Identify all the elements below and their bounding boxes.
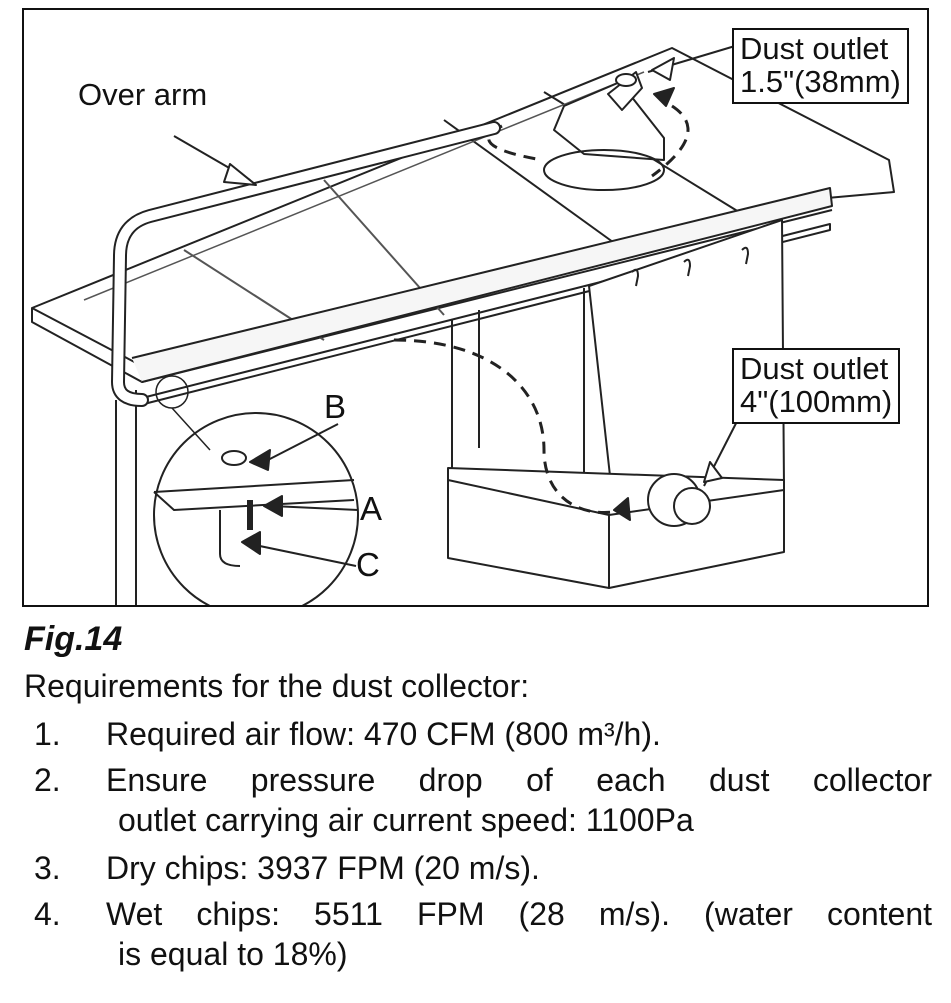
figure-illustration: Over arm Dust outlet 1.5"(38mm) Dust out… xyxy=(22,8,929,607)
label-c: C xyxy=(356,546,380,583)
requirement-number: 2. xyxy=(34,762,61,798)
requirement-text-continued: outlet carrying air current speed: 1100P… xyxy=(118,802,694,838)
requirement-item-4: 4. Wet chips: 5511 FPM (28 m/s). (water … xyxy=(34,896,934,976)
requirement-text: Wet chips: 5511 FPM (28 m/s). (water con… xyxy=(106,896,932,932)
label-a: A xyxy=(360,490,383,527)
requirement-text-continued: is equal to 18%) xyxy=(118,936,348,972)
dust-outlet-top-size: 1.5"(38mm) xyxy=(740,64,901,100)
requirement-item-2: 2. Ensure pressure drop of each dust col… xyxy=(34,762,934,842)
fence-rail xyxy=(131,187,833,383)
cabinet-base xyxy=(447,467,785,589)
requirement-number: 3. xyxy=(34,850,61,886)
label-b: B xyxy=(324,388,347,425)
figure-caption: Fig.14 xyxy=(24,620,123,658)
dust-outlet-bottom-size: 4"(100mm) xyxy=(740,384,893,420)
detail-circle xyxy=(153,412,359,605)
over-arm-label: Over arm xyxy=(78,77,208,112)
dust-outlet-top-title: Dust outlet xyxy=(740,31,889,66)
requirement-text: Dry chips: 3937 FPM (20 m/s). xyxy=(106,850,540,886)
requirement-number: 1. xyxy=(34,716,61,752)
table-saw-drawing xyxy=(31,45,895,605)
requirements-heading: Requirements for the dust collector: xyxy=(24,668,530,704)
requirement-number: 4. xyxy=(34,896,61,932)
dust-outlet-top-callout: Dust outlet 1.5"(38mm) xyxy=(732,28,909,104)
requirement-text: Ensure pressure drop of each dust collec… xyxy=(106,762,932,798)
requirement-text: Required air flow: 470 CFM (800 m³/h). xyxy=(106,716,661,752)
dust-outlet-bottom-callout: Dust outlet 4"(100mm) xyxy=(732,348,901,424)
dust-outlet-bottom-title: Dust outlet xyxy=(740,351,889,386)
